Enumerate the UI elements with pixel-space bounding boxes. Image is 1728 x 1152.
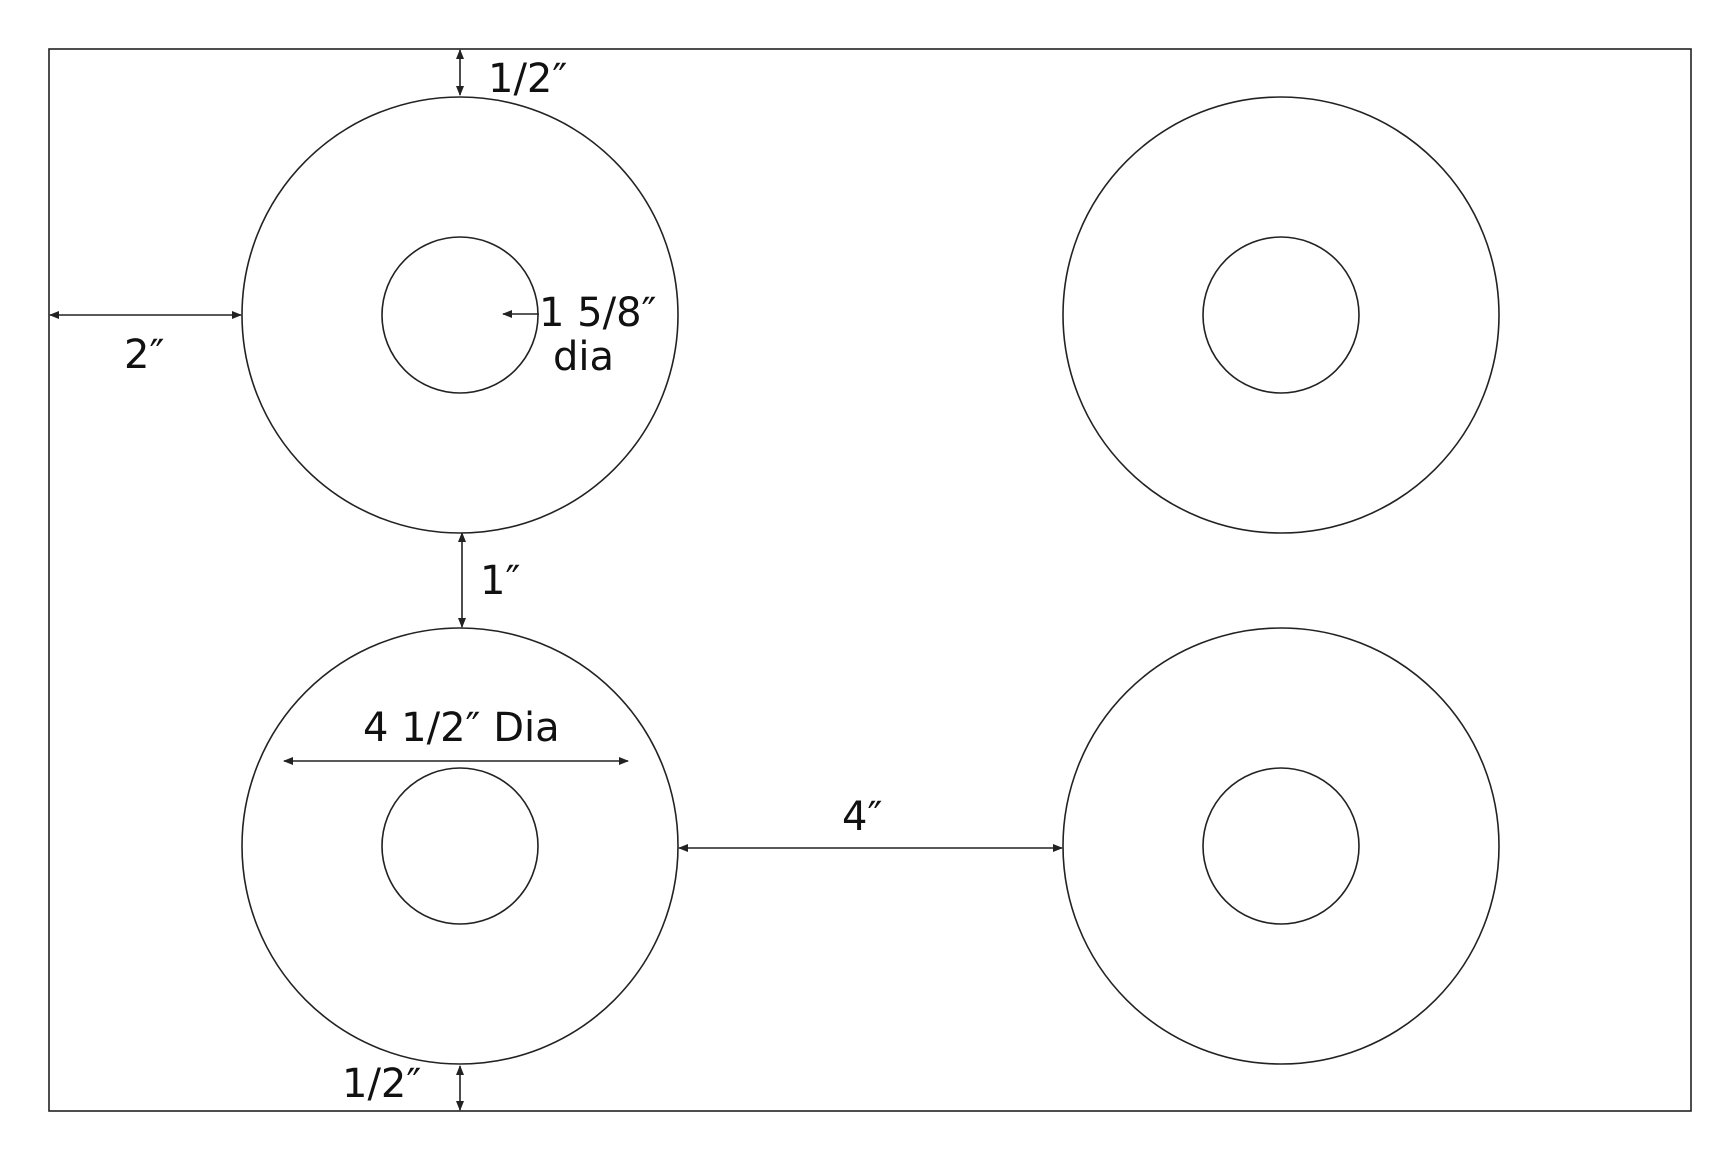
bottom-margin-label: 1/2″ [342, 1061, 421, 1107]
left-margin-label: 2″ [124, 332, 164, 378]
disc-hole-top-right [1202, 236, 1360, 394]
label-dia-label: 4 1/2″ Dia [363, 705, 560, 751]
disc-hole-bottom-left [381, 767, 539, 925]
sheet-border [48, 48, 1692, 1112]
disc-label-top-right [1062, 96, 1500, 534]
top-margin-label: 1/2″ [488, 56, 567, 102]
vertical-gap-label: 1″ [480, 558, 520, 604]
disc-hole-top-left [381, 236, 539, 394]
horizontal-gap-label: 4″ [842, 794, 882, 840]
disc-label-bottom-right [1062, 627, 1500, 1065]
disc-label-bottom-left [241, 627, 679, 1065]
disc-hole-bottom-right [1202, 767, 1360, 925]
hole-dia-label-line1: 1 5/8″ [539, 290, 656, 336]
hole-dia-label-line2: dia [553, 334, 614, 380]
